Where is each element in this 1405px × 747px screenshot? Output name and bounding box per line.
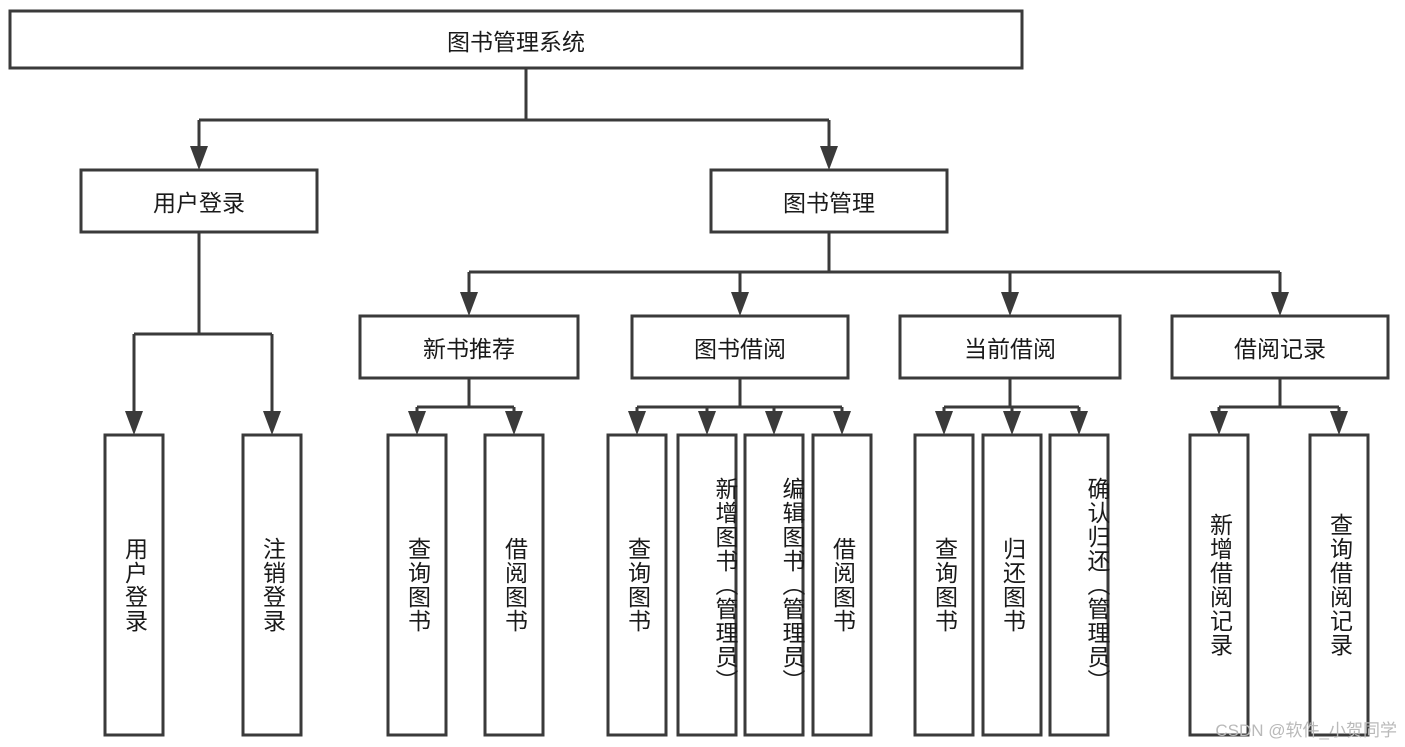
node-label-user-login: 用户登录 [153,190,245,216]
arrow-leaf-add-record-icon [1210,411,1228,435]
arrow-leaf-borrow-book-1-icon [505,411,523,435]
arrow-book-manage-icon [820,146,838,170]
arrow-leaf-edit-book-icon [765,411,783,435]
node-box-new-book-recommend[interactable] [358,314,580,380]
node-box-leaf-add-borrow-record[interactable] [1188,433,1250,737]
arrow-leaf-return-book-icon [1003,411,1021,435]
arrow-leaf-add-book-icon [698,411,716,435]
arrow-n3-icon [1001,292,1019,316]
arrow-leaf-confirm-return-icon [1070,411,1088,435]
node-label-leaf-borrow-book-2: 借阅图书 [829,537,856,633]
node-label-leaf-query-book-3: 查询图书 [931,537,958,633]
node-box-leaf-borrow-book-1[interactable] [483,433,545,737]
node-box-user-login[interactable] [79,168,319,234]
node-label-book-manage: 图书管理 [783,190,875,216]
node-boxes-group [8,9,1390,737]
arrow-leaf-user-login-icon [125,411,143,435]
arrow-leaf-query-book-1-icon [408,411,426,435]
node-box-borrow-record[interactable] [1170,314,1390,380]
arrow-user-login-icon [190,146,208,170]
node-label-leaf-user-logout: 注销登录 [259,537,286,633]
arrow-leaf-query-book-2-icon [628,411,646,435]
arrowheads-group [125,146,1348,435]
node-label-leaf-add-borrow-record: 新增借阅记录 [1206,513,1233,657]
node-label-root: 图书管理系统 [447,28,585,55]
arrow-leaf-user-logout-icon [263,411,281,435]
node-label-leaf-edit-book-admin: 编辑图书（管理员） [779,477,805,693]
node-label-leaf-query-book-1: 查询图书 [404,537,431,633]
arrow-n1-icon [460,292,478,316]
node-box-leaf-borrow-book-2[interactable] [811,433,873,737]
node-box-leaf-add-book-admin[interactable] [676,433,738,737]
node-box-leaf-edit-book-admin[interactable] [743,433,805,737]
node-label-leaf-add-book-admin: 新增图书（管理员） [712,477,738,693]
node-label-leaf-user-login: 用户登录 [121,537,148,633]
arrow-n4-icon [1271,292,1289,316]
arrow-n2-icon [731,292,749,316]
node-label-leaf-confirm-return-admin: 确认归还（管理员） [1084,477,1110,693]
node-box-book-borrow[interactable] [630,314,850,380]
node-label-new-book-recommend: 新书推荐 [423,336,515,362]
node-box-leaf-query-book-2[interactable] [606,433,668,737]
node-label-leaf-borrow-book-1: 借阅图书 [501,537,528,633]
arrow-leaf-borrow-book-2-icon [833,411,851,435]
node-box-leaf-return-book[interactable] [981,433,1043,737]
node-box-leaf-user-logout[interactable] [241,433,303,737]
node-box-book-manage[interactable] [709,168,949,234]
arrow-leaf-query-record-icon [1330,411,1348,435]
node-box-leaf-query-book-3[interactable] [913,433,975,737]
node-box-leaf-confirm-return-admin[interactable] [1048,433,1110,737]
node-label-book-borrow: 图书借阅 [694,336,786,362]
node-label-leaf-query-borrow-record: 查询借阅记录 [1326,513,1353,657]
node-box-leaf-query-book-1[interactable] [386,433,448,737]
node-label-current-borrow: 当前借阅 [964,336,1056,362]
node-box-root[interactable] [8,9,1024,70]
node-label-leaf-query-book-2: 查询图书 [624,537,651,633]
node-box-leaf-user-login[interactable] [103,433,165,737]
node-box-leaf-query-borrow-record[interactable] [1308,433,1370,737]
node-box-current-borrow[interactable] [898,314,1122,380]
node-label-borrow-record: 借阅记录 [1234,336,1326,362]
watermark-text: CSDN @软件_小贺同学 [1215,721,1397,740]
arrow-leaf-query-book-3-icon [935,411,953,435]
node-label-leaf-return-book: 归还图书 [999,537,1026,633]
